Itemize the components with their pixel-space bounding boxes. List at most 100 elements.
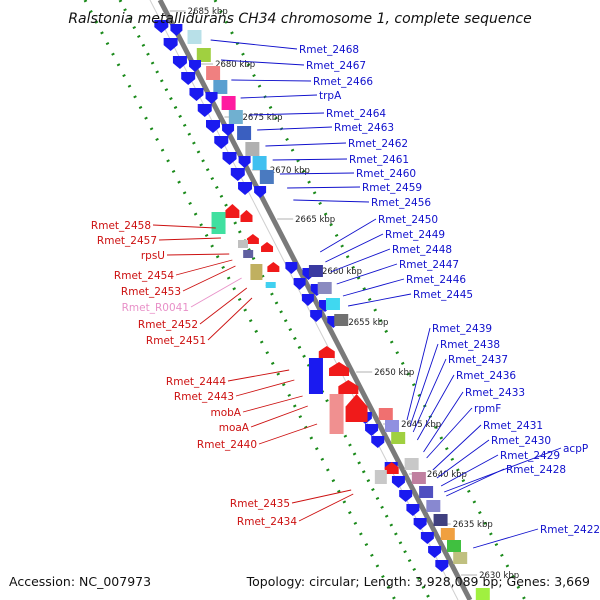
forward-gene-arrow (206, 120, 220, 133)
guide-dotted-line (118, 0, 432, 600)
forward-gene-label[interactable]: Rmet_2437 (448, 354, 508, 366)
gene-block (329, 394, 344, 434)
gene-block (433, 514, 448, 526)
forward-gene-label[interactable]: Rmet_2429 (500, 450, 560, 462)
gene-block (447, 540, 461, 552)
forward-gene-arrow (301, 294, 314, 306)
forward-gene-arrow (172, 56, 187, 69)
label-leader-lines (152, 39, 562, 549)
forward-label-leader (249, 112, 325, 116)
reverse-gene-label[interactable]: Rmet_2435 (230, 498, 290, 510)
gene-block (391, 432, 406, 444)
forward-gene-label[interactable]: Rmet_2464 (326, 108, 386, 120)
reverse-gene-label[interactable]: Rmet_2454 (114, 270, 174, 282)
reverse-gene-label[interactable]: Rmet_2444 (166, 376, 226, 388)
forward-gene-label[interactable]: Rmet_2428 (506, 464, 566, 476)
reverse-gene-label[interactable]: Rmet_2452 (138, 319, 198, 331)
reverse-gene-label[interactable]: Rmet_2440 (197, 439, 257, 451)
forward-gene-label[interactable]: Rmet_2430 (491, 435, 551, 447)
forward-gene-label[interactable]: Rmet_2439 (432, 323, 492, 335)
gene-block (378, 408, 393, 420)
gene-block (243, 250, 254, 258)
forward-gene-label[interactable]: trpA (319, 90, 342, 102)
gene-block (325, 298, 340, 310)
forward-gene-label[interactable]: rpmF (474, 403, 501, 415)
forward-gene-label[interactable]: Rmet_2467 (306, 60, 366, 72)
forward-gene-arrow (230, 168, 245, 181)
reverse-gene-label[interactable]: Rmet_2434 (237, 516, 297, 528)
reverse-gene-label[interactable]: Rmet_2458 (91, 220, 151, 232)
forward-gene-label[interactable]: Rmet_2463 (334, 122, 394, 134)
forward-gene-label[interactable]: Rmet_2459 (362, 182, 422, 194)
reverse-gene-label[interactable]: Rmet_2443 (174, 391, 234, 403)
forward-gene-arrow (293, 278, 306, 290)
forward-label-leader (473, 528, 539, 549)
kbp-tick-label: 2685 kbp (188, 7, 228, 17)
forward-gene-label[interactable]: Rmet_2462 (348, 138, 408, 150)
reverse-gene-label[interactable]: Rmet_2451 (146, 335, 206, 347)
kbp-tick-label: 2665 kbp (295, 215, 335, 225)
reverse-gene-label[interactable]: moaA (219, 422, 250, 434)
forward-gene-arrow (181, 72, 196, 85)
forward-gene-label[interactable]: Rmet_2447 (399, 259, 459, 271)
forward-gene-label[interactable]: Rmet_2433 (465, 387, 525, 399)
reverse-label-leader (199, 287, 248, 325)
forward-gene-label[interactable]: Rmet_2431 (483, 420, 543, 432)
forward-gene-label[interactable]: Rmet_2466 (313, 76, 373, 88)
gene-block (453, 552, 468, 564)
gene-block (228, 110, 243, 124)
forward-label-leader (272, 158, 348, 161)
kbp-tick-label: 2650 kbp (374, 368, 414, 378)
reverse-gene-label[interactable]: Rmet_2453 (121, 286, 181, 298)
forward-gene-label[interactable]: Rmet_2460 (356, 168, 416, 180)
forward-gene-label[interactable]: acpP (563, 443, 588, 455)
forward-gene-label[interactable]: Rmet_2445 (413, 289, 473, 301)
gene-block (317, 282, 332, 294)
forward-label-leader (210, 39, 298, 50)
reverse-gene-arrow (240, 210, 253, 222)
forward-label-leader (293, 199, 370, 203)
forward-gene-label[interactable]: Rmet_2422 (540, 524, 600, 536)
gene-block (308, 358, 323, 394)
rna-gene-label[interactable]: Rmet_R0041 (122, 302, 189, 314)
forward-gene-arrow (285, 262, 298, 274)
kbp-tick-label: 2630 kbp (479, 571, 519, 581)
forward-gene-label[interactable]: Rmet_2448 (392, 244, 452, 256)
gene-block (308, 265, 323, 277)
forward-gene-label[interactable]: Rmet_2450 (378, 214, 438, 226)
forward-gene-label[interactable]: Rmet_2446 (406, 274, 466, 286)
reverse-gene-label[interactable]: rpsU (141, 250, 165, 262)
forward-label-leader (265, 142, 347, 147)
gene-block (475, 588, 490, 600)
kbp-tick-label: 2660 kbp (322, 267, 362, 277)
forward-gene-label[interactable]: Rmet_2468 (299, 44, 359, 56)
reverse-gene-label[interactable]: Rmet_2457 (97, 235, 157, 247)
reverse-gene-arrow (246, 234, 259, 244)
forward-label-leader (436, 439, 490, 479)
gene-block (252, 156, 267, 170)
reverse-gene-label[interactable]: mobA (210, 407, 241, 419)
forward-gene-arrow (365, 424, 379, 436)
forward-gene-label[interactable]: Rmet_2436 (456, 370, 516, 382)
forward-gene-arrow (189, 60, 201, 72)
forward-gene-arrow (222, 152, 237, 165)
reverse-label-leader (235, 379, 295, 397)
forward-gene-label[interactable]: Rmet_2449 (385, 229, 445, 241)
gene-block (245, 142, 260, 156)
forward-gene-arrow (254, 186, 267, 198)
gene-block (259, 170, 274, 184)
reverse-label-leader (298, 493, 354, 522)
forward-gene-label[interactable]: Rmet_2461 (349, 154, 409, 166)
reverse-label-leader (152, 224, 216, 229)
gene-block (426, 500, 441, 512)
forward-gene-label[interactable]: Rmet_2438 (440, 339, 500, 351)
forward-label-leader (336, 263, 398, 285)
gene-block (213, 80, 228, 94)
forward-gene-arrow (205, 92, 218, 104)
kbp-tick-label: 2675 kbp (242, 113, 282, 123)
gene-block (250, 264, 263, 280)
forward-gene-label[interactable]: Rmet_2456 (371, 197, 431, 209)
gene-block (374, 470, 387, 484)
gene-block (265, 282, 276, 288)
